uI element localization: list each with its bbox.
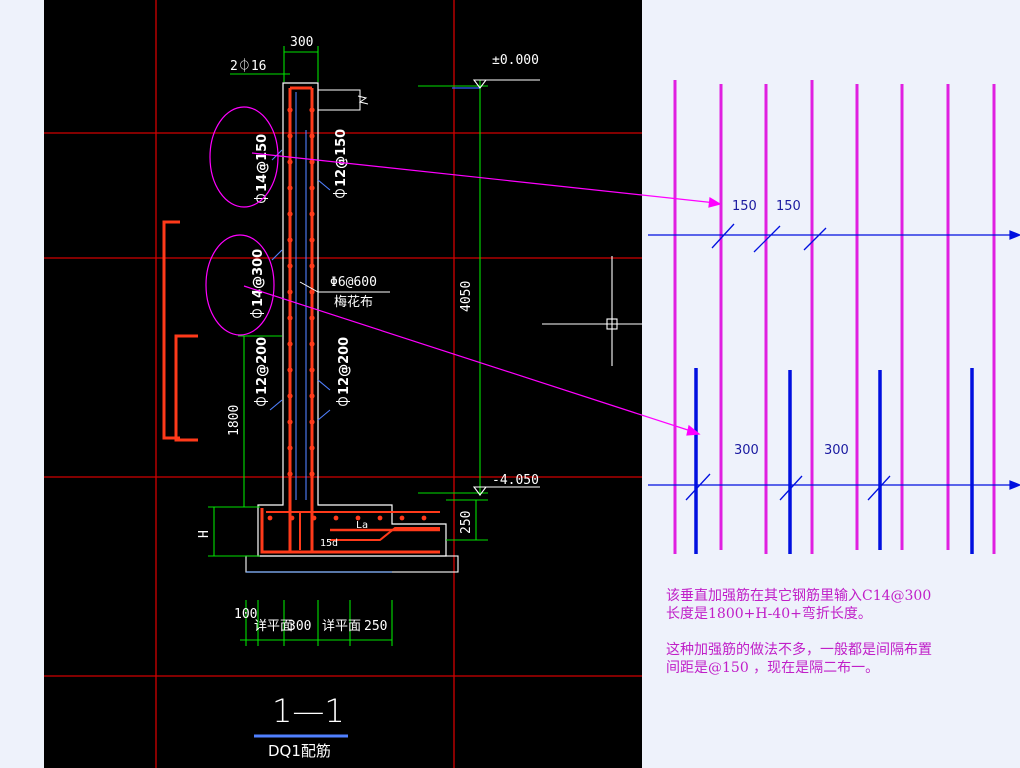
highlight-ellipse-upper <box>209 106 279 208</box>
rebar-dot <box>309 315 315 321</box>
upper-bar-layout <box>673 80 996 554</box>
rebar-dot <box>355 515 361 521</box>
rebar-outer-bottom: ⏀12@200 <box>254 337 270 408</box>
top-bar-label: 2⏀16 <box>230 58 266 74</box>
rebar-tie-note: 梅花布 <box>334 294 373 310</box>
rebar-dot <box>267 515 273 521</box>
label-leaders <box>299 281 390 293</box>
rebar-dot <box>287 341 293 347</box>
rebar-dot <box>309 289 315 295</box>
left-bracket <box>162 220 198 442</box>
rebar-dot <box>309 159 315 165</box>
crosshair-cursor-icon <box>542 256 642 366</box>
annotation-panel <box>642 0 1020 768</box>
section-title: DQ1配筋 <box>268 742 331 760</box>
dim-top-width: 300 <box>290 35 313 50</box>
rebar-dot <box>399 515 405 521</box>
rebar-inner-upper: ⏀12@150 <box>333 129 349 200</box>
rebar-dot <box>287 367 293 373</box>
rebar-dot <box>287 445 293 451</box>
rebar-dot <box>287 471 293 477</box>
dimension-lines <box>208 46 540 646</box>
rebar-dot <box>287 185 293 191</box>
rebar-dot <box>421 515 427 521</box>
rebar-dot <box>287 289 293 295</box>
rebar-outer-lower: ⏀14@300 <box>250 249 266 320</box>
rebar-dot <box>287 263 293 269</box>
rebar-dot <box>309 471 315 477</box>
rebar-outer-upper: ⏀14@150 <box>254 134 270 205</box>
rebar-dot <box>287 237 293 243</box>
rebar-dot <box>309 211 315 217</box>
rebar-dot <box>287 159 293 165</box>
rebar-dot <box>289 515 295 521</box>
note-line-2: 长度是1800+H-40+弯折长度。 <box>666 605 872 622</box>
rebar-dot <box>311 515 317 521</box>
rebar-dot <box>287 315 293 321</box>
note-line-1: 该垂直加强筋在其它钢筋里输入C14@300 <box>666 587 931 604</box>
dim-250-side: 250 <box>459 511 474 534</box>
bottom-dim-250: 250 <box>364 619 387 634</box>
spacing-lower-1: 300 <box>734 443 759 458</box>
rebar-dot <box>309 393 315 399</box>
note-line-4: 间距是@150 ，现在是隔二布一。 <box>666 660 879 676</box>
rebar-dot <box>287 107 293 113</box>
rebar-dot <box>309 133 315 139</box>
wall-section <box>245 82 459 573</box>
highlight-ellipse-lower <box>205 234 275 336</box>
rebar-dot <box>333 515 339 521</box>
spacing-lower-2: 300 <box>824 443 849 458</box>
rebar-dot <box>287 419 293 425</box>
spacing-upper-2: 150 <box>776 199 801 214</box>
bottom-note-1: 详平面 <box>254 619 293 634</box>
rebar-dot <box>309 263 315 269</box>
elevation-bottom: -4.050 <box>492 473 539 488</box>
rebar-dot <box>287 393 293 399</box>
rebar-dot <box>309 367 315 373</box>
grid-lines <box>44 0 642 768</box>
rebar-inner-bottom: ⏀12@200 <box>336 337 352 408</box>
rebar-dot <box>309 341 315 347</box>
rebar-dot <box>287 133 293 139</box>
rebar-dot <box>309 237 315 243</box>
bottom-note-2: 详平面 <box>322 619 361 634</box>
rebar-dots <box>267 107 427 521</box>
anchor-la: La <box>356 520 368 531</box>
rebar-dot <box>309 107 315 113</box>
lower-bar-layout <box>694 368 974 554</box>
leader-arrows <box>243 152 722 436</box>
bottom-dim-100: 100 <box>234 607 257 622</box>
anchor-15d: 15d <box>320 538 338 549</box>
rebar-dot <box>309 419 315 425</box>
spacing-ticks <box>685 223 891 501</box>
rebar-dot <box>287 211 293 217</box>
dim-height-1800: 1800 <box>227 405 242 436</box>
bottom-dim-300: 300 <box>288 619 311 634</box>
note-line-3: 这种加强筋的做法不多，一般都是间隔布置 <box>666 641 932 658</box>
horizontal-axis-lines <box>648 230 1020 490</box>
dim-height-total: 4050 <box>459 281 474 312</box>
section-mark: 1—1 <box>272 692 345 730</box>
elevation-top: ±0.000 <box>492 53 539 68</box>
rebar-dot <box>309 445 315 451</box>
rebar-tie: Φ6@600 <box>330 275 377 290</box>
rebar-dot <box>309 185 315 191</box>
dim-h: H <box>197 530 212 538</box>
blue-rebar-lines <box>269 92 331 500</box>
rebar-dot <box>377 515 383 521</box>
spacing-upper-1: 150 <box>732 199 757 214</box>
